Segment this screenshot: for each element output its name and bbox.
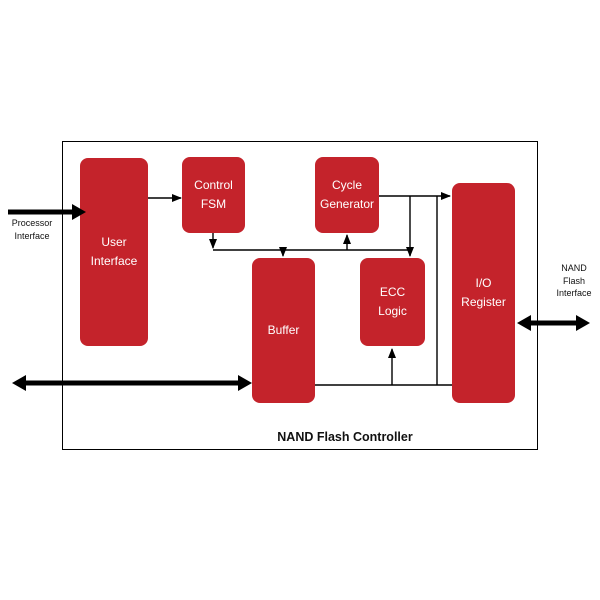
- nand-flash-interface-label: NAND Flash Interface: [548, 262, 600, 300]
- label-line: NAND: [561, 263, 587, 273]
- processor-interface-label: Processor Interface: [6, 217, 58, 242]
- block-label-line: Cycle: [331, 178, 362, 193]
- block-label-line: ECC: [379, 285, 406, 300]
- label-line: Flash: [562, 275, 585, 286]
- block-buffer: Buffer: [252, 258, 315, 403]
- block-label-line: Generator: [319, 197, 375, 211]
- block-label-line: Logic: [378, 304, 407, 318]
- block-label-line: I/O: [475, 276, 492, 291]
- block-label-line: Buffer: [267, 323, 300, 338]
- label-line: Interface: [556, 288, 592, 299]
- block-cycle-generator: Cycle Generator: [315, 157, 379, 233]
- block-label-line: FSM: [200, 197, 227, 211]
- block-label-line: User: [101, 235, 127, 250]
- block-label-line: Register: [461, 295, 506, 309]
- controller-boundary-box: [62, 141, 538, 450]
- label-line: Interface: [14, 230, 50, 241]
- block-io-register: I/O Register: [452, 183, 515, 403]
- block-label-line: Control: [194, 178, 233, 193]
- diagram-title: NAND Flash Controller: [277, 430, 413, 444]
- block-user-interface: User Interface: [80, 158, 148, 346]
- block-control-fsm: Control FSM: [182, 157, 245, 233]
- block-label-line: Interface: [90, 254, 138, 268]
- block-ecc-logic: ECC Logic: [360, 258, 425, 346]
- label-line: Processor: [11, 218, 53, 228]
